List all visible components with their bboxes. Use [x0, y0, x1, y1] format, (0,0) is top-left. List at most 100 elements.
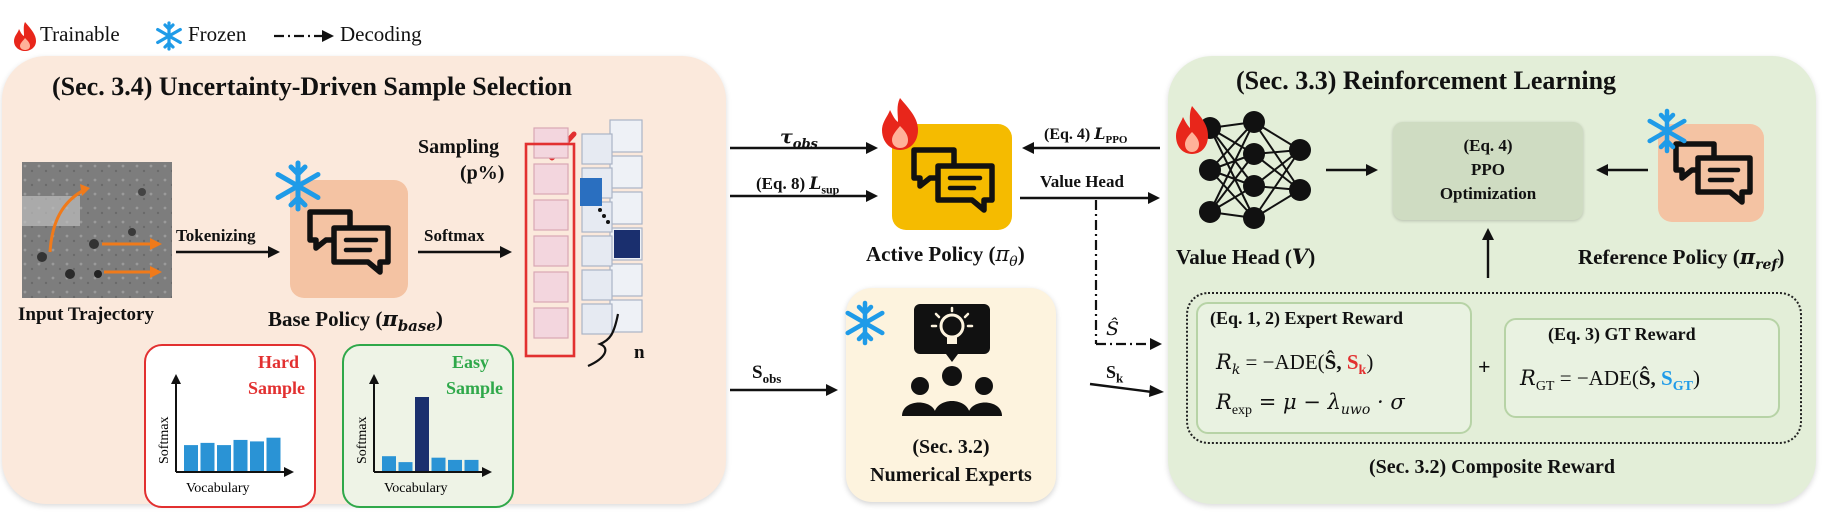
active-policy-text: Active Policy (: [866, 242, 996, 266]
active-policy-subscript: θ: [1009, 254, 1018, 271]
rexp-rhs: = μ − λ: [1252, 390, 1341, 414]
tau-symbol: τ: [780, 126, 793, 148]
hard-sample-label-1: Hard: [258, 352, 300, 372]
n-label: n: [634, 342, 645, 363]
l-ppo-symbol: L: [1094, 124, 1106, 143]
base-policy-symbol: π: [382, 306, 398, 331]
rexp-lhs: R: [1216, 390, 1232, 414]
legend-trainable: Trainable: [40, 22, 120, 46]
rk-ssub: k: [1358, 363, 1367, 379]
rk-s: S: [1346, 350, 1359, 374]
value-head-network-icon: [1199, 111, 1311, 229]
value-head-arrow-label: Value Head: [1040, 172, 1124, 191]
s-hat-label: Ŝ: [1106, 318, 1120, 340]
gt-reward-box: [1504, 318, 1780, 418]
decoding-arrow: [1094, 200, 1162, 350]
value-head-arrow: [1020, 192, 1160, 204]
chat-bubbles-icon: [307, 209, 391, 275]
sampling-pct-label: (p%): [460, 162, 505, 184]
easy-hist-bar: [431, 457, 446, 471]
reference-policy-subscript: ref: [1755, 257, 1778, 274]
rgt-equation: RGT = −ADE(Ŝ, SGT): [1520, 366, 1700, 395]
rgt-rhs: = −ADE(: [1554, 366, 1639, 390]
active-policy-flame-icon: [882, 98, 918, 150]
rk-shat: Ŝ,: [1324, 350, 1347, 374]
expert-reward-title: (Eq. 1, 2) Expert Reward: [1210, 308, 1403, 328]
reference-policy-label: Reference Policy (πref): [1578, 244, 1785, 274]
rgt-lhs: R: [1520, 366, 1536, 390]
hard-sample-label-2: Sample: [248, 378, 306, 398]
value-to-ppo-arrow: [1326, 164, 1378, 176]
rexp-lsub: uwo: [1340, 402, 1371, 419]
base-policy-text: Base Policy (: [268, 307, 383, 331]
composite-reward-frame: [1186, 292, 1802, 444]
l-ppo-subscript: PPO: [1105, 134, 1128, 147]
softmax-arrow: [418, 246, 512, 258]
easy-hist-bar: [448, 459, 462, 471]
hard-hist-y-label: Softmax: [157, 417, 172, 464]
l-sup-subscript: sup: [821, 182, 840, 197]
left-panel-title: (Sec. 3.4) Uncertainty-Driven Sample Sel…: [52, 72, 572, 101]
softmax-label: Softmax: [424, 226, 485, 245]
tokenizing-label: Tokenizing: [176, 226, 256, 245]
composite-reward-label: (Sec. 3.2) Composite Reward: [1368, 456, 1616, 478]
rk-rhs: = −ADE(: [1240, 350, 1325, 374]
reference-policy-chat-icon: [1673, 141, 1753, 205]
l-sup-label: (Eq. 8) Lsup: [756, 174, 839, 197]
rk-lhs: R: [1216, 350, 1232, 374]
experts-snowflake-icon: [845, 300, 885, 346]
rk-equation: Rk = −ADE(Ŝ, Sk): [1216, 350, 1374, 379]
easy-sample-label-2: Sample: [446, 378, 504, 398]
rexp-equation: Rexp = μ − λuwo · σ: [1216, 390, 1405, 419]
s-obs-arrow: [730, 384, 838, 396]
tokenizing-arrow: [176, 246, 280, 258]
base-policy-snowflake-icon: [275, 160, 321, 212]
rexp-sub: exp: [1231, 403, 1253, 419]
sampling-label: Sampling: [418, 136, 500, 158]
hard-hist-bar: [184, 445, 198, 471]
rgt-sub: GT: [1535, 379, 1555, 395]
easy-hist-x-label: Vocabulary: [384, 481, 448, 496]
easy-hist-bar: [382, 456, 396, 471]
eq4-text: (Eq. 4): [1044, 126, 1095, 143]
ppo-line-1: (Eq. 4): [1463, 136, 1513, 155]
s-obs-subscript: obs: [762, 370, 782, 386]
hard-sample-box: [144, 344, 316, 508]
rgt-ssub: GT: [1672, 379, 1693, 395]
rk-sub: k: [1231, 362, 1241, 379]
l-ppo-label: (Eq. 4) LPPO: [1044, 124, 1127, 146]
hard-hist-x-label: Vocabulary: [186, 481, 250, 496]
l-sup-symbol: L: [809, 174, 822, 194]
snowflake-icon: [156, 21, 182, 51]
easy-hist-y-label: Softmax: [355, 417, 370, 464]
active-policy-label: Active Policy (πθ): [866, 242, 1025, 271]
reference-policy-symbol: π: [1739, 244, 1756, 269]
brace-icon: [587, 313, 620, 368]
rgt-shat: Ŝ,: [1638, 366, 1662, 390]
reference-policy-snowflake-icon: [1647, 108, 1687, 154]
reward-to-ppo-arrow: [1482, 228, 1494, 278]
input-trajectory-image: [22, 162, 172, 298]
legend-decoding: Decoding: [340, 22, 422, 46]
experts-idea-icon: [902, 304, 1002, 416]
eq8-text: (Eq. 8): [756, 174, 810, 193]
value-head-symbol: V: [1291, 244, 1309, 269]
value-head-label: Value Head (V): [1176, 244, 1316, 269]
tau-obs-arrow: [730, 142, 878, 154]
hard-hist-bar: [200, 442, 215, 471]
right-panel-title: (Sec. 3.3) Reinforcement Learning: [1236, 66, 1617, 95]
expert-reward-box: [1196, 302, 1472, 434]
hard-hist-bar: [217, 445, 231, 471]
ref-to-ppo-arrow: [1596, 164, 1648, 176]
active-policy-chat-icon: [911, 147, 995, 213]
base-policy-subscript: base: [397, 317, 436, 336]
decoding-arrow-icon: [274, 30, 334, 42]
reference-policy-text: Reference Policy (: [1578, 245, 1740, 269]
base-policy-label: Base Policy (πbase): [268, 306, 443, 336]
legend-frozen: Frozen: [188, 22, 247, 46]
experts-label-2: Numerical Experts: [870, 464, 1032, 486]
experts-label-1: (Sec. 3.2): [912, 436, 990, 458]
hard-hist-bar: [233, 439, 248, 471]
hard-hist-bar: [266, 437, 281, 471]
